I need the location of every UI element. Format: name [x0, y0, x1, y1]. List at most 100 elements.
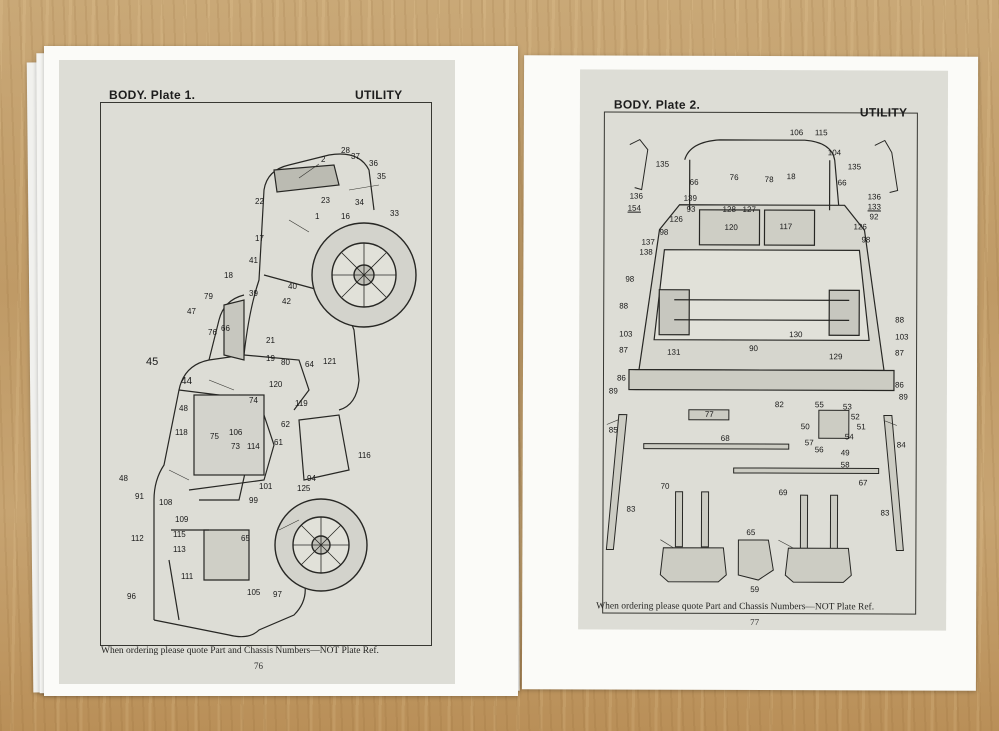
- callout-label: 106: [789, 128, 804, 138]
- plate-2: BODY. Plate 2. UTILITY: [578, 69, 949, 631]
- callout-label: 87: [895, 348, 904, 358]
- callout-label: 18: [224, 271, 233, 280]
- callout-label: 33: [390, 209, 399, 218]
- callout-label: 137: [641, 237, 655, 247]
- callout-label: 68: [720, 433, 730, 443]
- callout-label: 65: [241, 534, 250, 543]
- plate-1: BODY. Plate 1. UTILITY: [59, 60, 455, 684]
- rear-body-drawing: [605, 138, 904, 583]
- callout-label: 66: [689, 177, 699, 187]
- callout-label: 62: [281, 420, 290, 429]
- plate-1-page-number: 76: [254, 661, 263, 671]
- vehicle-side-view-drawing: [153, 153, 417, 638]
- callout-label: 48: [179, 404, 188, 413]
- callout-label: 37: [351, 152, 360, 161]
- callout-label: 86: [894, 380, 904, 390]
- callout-label: 154: [627, 203, 641, 213]
- callout-label: 139: [683, 193, 697, 203]
- callout-label: 83: [626, 504, 636, 514]
- callout-label: 65: [746, 527, 756, 538]
- left-sheet: BODY. Plate 1. UTILITY: [44, 46, 518, 696]
- callout-label: 92: [869, 212, 879, 222]
- callout-label: 103: [619, 329, 633, 339]
- callout-label: 104: [827, 148, 842, 158]
- callout-label: 49: [840, 448, 850, 458]
- rear-wheel: [274, 498, 368, 592]
- callout-label: 136: [629, 191, 643, 201]
- callout-label: 45: [146, 356, 159, 368]
- callout-label: 88: [895, 315, 905, 325]
- callout-label: 54: [844, 432, 854, 442]
- callout-label: 101: [259, 482, 273, 491]
- callout-label: 69: [778, 488, 788, 498]
- callout-label: 89: [898, 392, 908, 402]
- callout-label: 84: [896, 440, 906, 450]
- callout-label: 91: [135, 492, 144, 501]
- callout-label: 98: [861, 235, 871, 245]
- plate-1-frame: [100, 102, 432, 646]
- callout-label: 131: [667, 347, 681, 357]
- callout-label: 90: [749, 343, 759, 354]
- callout-label: 41: [249, 256, 258, 265]
- callout-label: 76: [729, 172, 739, 182]
- callout-label: 129: [829, 352, 843, 362]
- callout-label: 44: [181, 376, 193, 387]
- callout-label: 126: [669, 214, 683, 224]
- callout-label: 36: [369, 159, 378, 168]
- callout-label: 97: [273, 590, 282, 599]
- callout-label: 64: [305, 360, 314, 369]
- callout-label: 21: [266, 336, 275, 345]
- callout-label: 2: [321, 155, 326, 164]
- callout-label: 103: [895, 332, 909, 342]
- callout-label: 75: [210, 432, 219, 441]
- plate-2-page-number: 77: [750, 617, 760, 628]
- callout-label: 56: [814, 445, 824, 455]
- callout-label: 78: [764, 175, 774, 185]
- callout-label: 135: [847, 162, 862, 172]
- callout-label: 50: [800, 422, 810, 432]
- callout-label: 19: [266, 354, 275, 363]
- callout-label: 79: [204, 292, 213, 301]
- callout-label: 82: [774, 400, 784, 410]
- callout-label: 66: [221, 324, 230, 333]
- callout-label: 93: [686, 204, 696, 214]
- callout-label: 111: [181, 572, 194, 581]
- callout-label: 98: [659, 227, 669, 237]
- callout-label: 135: [655, 159, 670, 169]
- callout-label: 61: [274, 438, 283, 447]
- callout-label: 115: [173, 530, 186, 539]
- callout-label: 70: [660, 481, 670, 491]
- callout-label: 34: [355, 198, 364, 207]
- callout-label: 96: [127, 592, 136, 601]
- callout-label: 138: [639, 247, 653, 257]
- callout-label: 115: [814, 128, 828, 138]
- callout-label: 22: [255, 197, 264, 206]
- plate-1-title: BODY. Plate 1.: [109, 88, 196, 102]
- callout-label: 39: [249, 289, 258, 298]
- callout-label: 109: [175, 515, 189, 524]
- callout-label: 130: [789, 330, 803, 340]
- callout-label: 120: [724, 222, 738, 232]
- callout-label: 74: [249, 396, 258, 405]
- callout-label: 128: [722, 204, 736, 214]
- callout-label: 116: [358, 451, 371, 460]
- callout-label: 120: [269, 380, 283, 389]
- callout-label: 121: [323, 357, 337, 366]
- callout-label: 108: [159, 498, 173, 507]
- plate-1-type: UTILITY: [355, 88, 403, 102]
- callout-label: 83: [880, 508, 890, 518]
- callout-label: 67: [858, 478, 868, 488]
- callout-label: 52: [850, 412, 860, 422]
- callout-label: 1: [315, 212, 320, 221]
- callout-label: 76: [208, 328, 217, 337]
- callout-label: 55: [814, 400, 824, 410]
- callout-label: 58: [840, 460, 850, 470]
- callout-label: 125: [297, 484, 311, 493]
- callout-label: 106: [229, 428, 243, 437]
- callout-label: 133: [867, 202, 881, 212]
- plate-2-footer: When ordering please quote Part and Chas…: [596, 601, 875, 613]
- callout-label: 119: [295, 399, 308, 408]
- callout-label: 105: [247, 588, 261, 597]
- callout-label: 114: [247, 442, 260, 451]
- callout-label: 88: [619, 301, 629, 311]
